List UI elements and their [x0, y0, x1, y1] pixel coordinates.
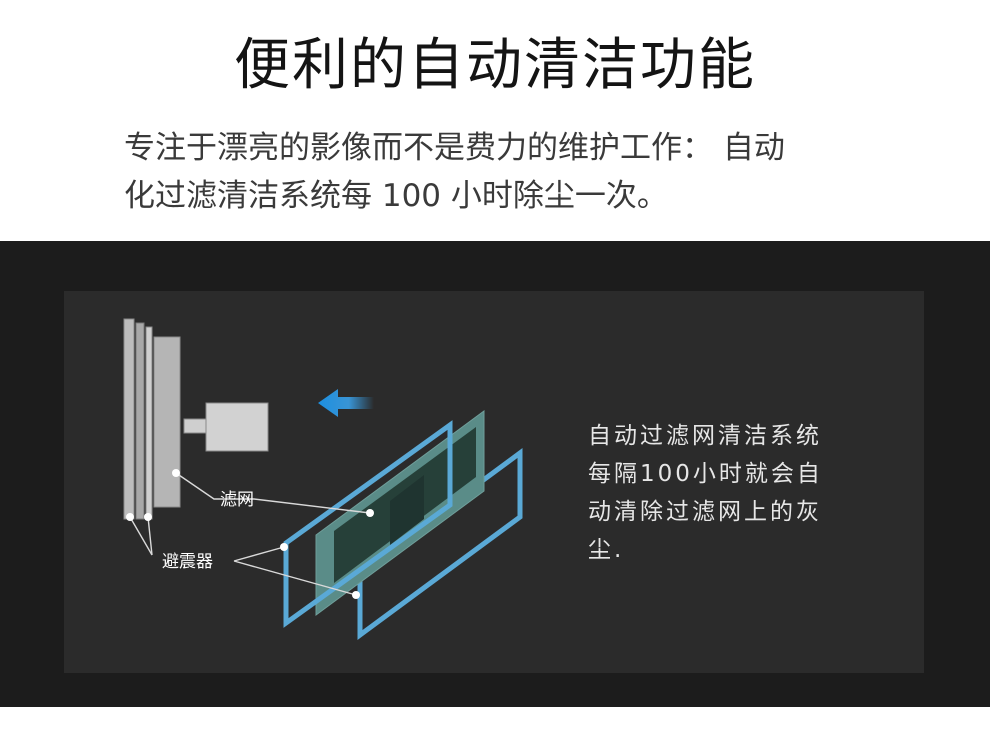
cleaning-description: 自动过滤网清洁系统 每隔100小时就会自 动清除过滤网上的灰 尘. [588, 417, 888, 569]
description-line-2: 每隔100小时就会自 [588, 461, 823, 487]
airflow-arrow [318, 389, 374, 417]
subtitle-line-2: 化过滤清洁系统每 100 小时除尘一次。 [124, 178, 668, 214]
leader-lines [129, 472, 371, 596]
filter-cleaning-diagram: 滤网 避震器 [123, 318, 523, 640]
page-title: 便利的自动清洁功能 [234, 33, 756, 98]
damper-label: 避震器 [162, 552, 213, 572]
filter-assembly [283, 410, 523, 640]
description-line-1: 自动过滤网清洁系统 [588, 423, 822, 449]
leader-dots [126, 469, 374, 599]
projector-housing [123, 318, 181, 520]
filter-label: 滤网 [220, 490, 254, 510]
diagram-panel: 滤网 避震器 自动过滤网清洁系统 每隔100小时就会自 动清除过滤网上的灰 尘. [64, 291, 924, 673]
dark-band: 滤网 避震器 自动过滤网清洁系统 每隔100小时就会自 动清除过滤网上的灰 尘. [0, 241, 990, 707]
cleaning-motor [183, 402, 269, 452]
subtitle-line-1: 专注于漂亮的影像而不是费力的维护工作： 自动 [124, 130, 785, 166]
description-line-4: 尘. [588, 537, 625, 563]
page-subtitle: 专注于漂亮的影像而不是费力的维护工作： 自动 化过滤清洁系统每 100 小时除尘… [124, 124, 884, 220]
description-line-3: 动清除过滤网上的灰 [588, 499, 822, 525]
